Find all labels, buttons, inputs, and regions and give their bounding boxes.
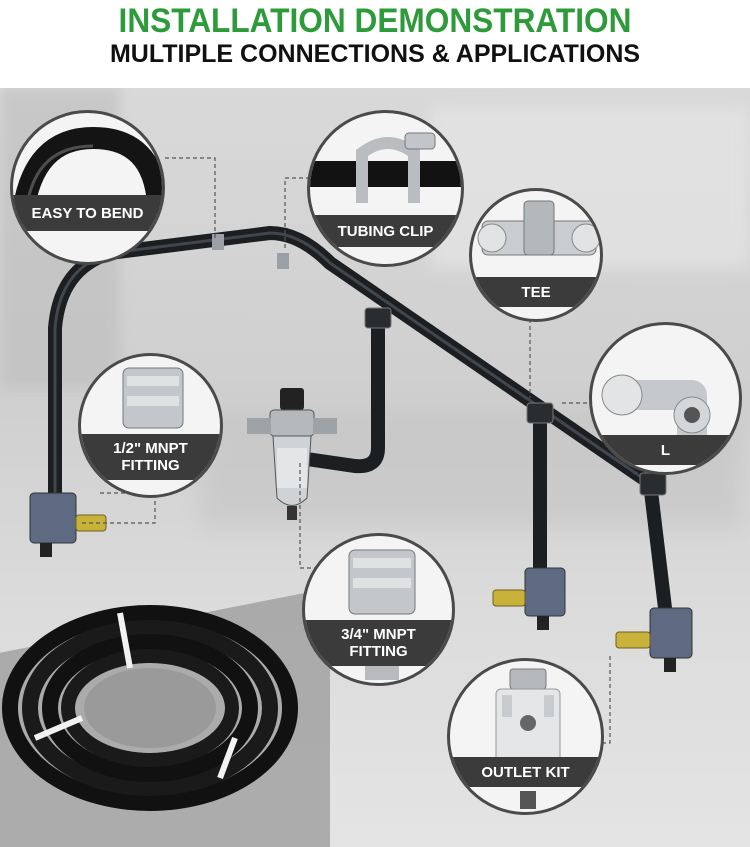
tee-fitting-1 (364, 307, 392, 329)
pipe-clip-1 (212, 234, 224, 250)
label-tubing-clip: TUBING CLIP (310, 215, 461, 247)
label-three-quarter-line2: FITTING (349, 643, 408, 660)
label-three-quarter-line1: 3/4" MNPT (341, 626, 416, 643)
coiled-tubing (2, 605, 298, 811)
callout-tee: TEE (469, 188, 603, 322)
label-half-inch-line1: 1/2" MNPT (113, 440, 188, 457)
outlet-block-left (29, 492, 107, 557)
callout-tubing-clip: TUBING CLIP (307, 110, 464, 267)
label-easy-to-bend: EASY TO BEND (13, 195, 162, 231)
elbow-fitting (639, 472, 667, 496)
air-pipe-drop-filter (293, 316, 385, 474)
tee-fitting-2 (526, 402, 554, 424)
callout-half-inch-fitting: 1/2" MNPT FITTING (78, 353, 223, 498)
outlet-block-right (615, 607, 693, 672)
page-title: INSTALLATION DEMONSTRATION (118, 2, 632, 40)
label-half-inch-fitting: 1/2" MNPT FITTING (81, 434, 220, 480)
callout-outlet-kit: OUTLET KIT (447, 658, 604, 815)
label-l: L (592, 435, 739, 465)
half-inch-fitting-icon (122, 367, 184, 429)
elbow-fitting-icon (601, 374, 711, 435)
callout-easy-to-bend: EASY TO BEND (10, 110, 165, 265)
callout-l-elbow: L (589, 322, 742, 475)
header: INSTALLATION DEMONSTRATION MULTIPLE CONN… (0, 0, 750, 88)
tubing-clip-icon (310, 132, 461, 203)
callout-three-quarter-fitting: 3/4" MNPT FITTING (302, 533, 455, 686)
bent-tube-icon (13, 126, 162, 224)
outlet-block-middle (492, 567, 566, 630)
label-tee: TEE (472, 277, 600, 307)
tee-fitting-icon (477, 200, 600, 256)
installation-scene: EASY TO BEND TUBING CLIP TEE L (0, 88, 750, 847)
label-half-inch-line2: FITTING (121, 457, 180, 474)
filter-regulator (247, 388, 337, 520)
label-three-quarter-fitting: 3/4" MNPT FITTING (305, 620, 452, 666)
outlet-kit-icon (495, 668, 561, 809)
page-subtitle: MULTIPLE CONNECTIONS & APPLICATIONS (109, 40, 641, 68)
label-outlet-kit: OUTLET KIT (450, 757, 601, 787)
pipe-clip-2 (277, 253, 289, 269)
